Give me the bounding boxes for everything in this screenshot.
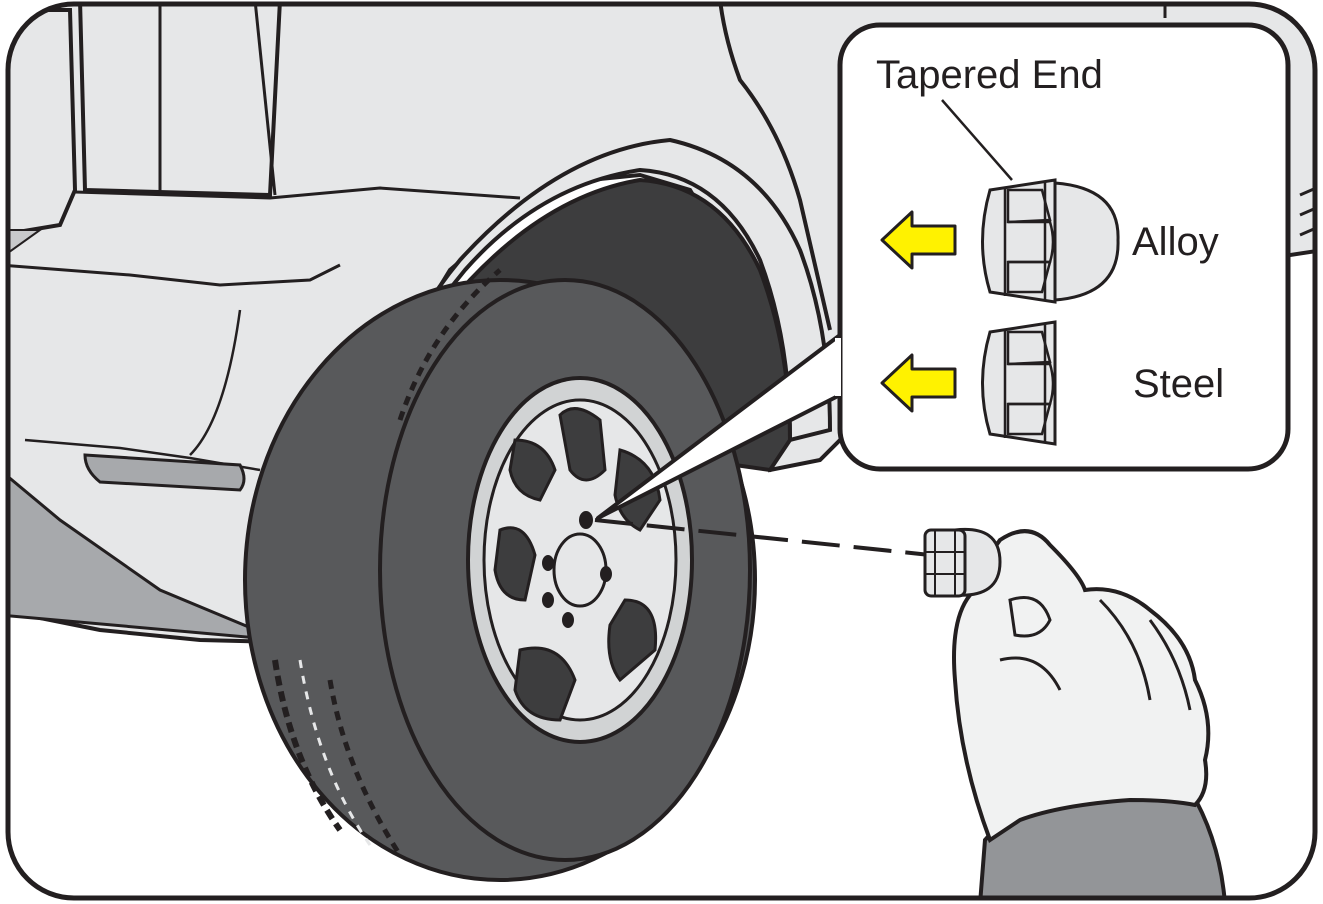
lug-nut-tapered-icon xyxy=(981,178,1120,304)
steel-row: Steel xyxy=(880,320,1224,446)
lug-nut-icon xyxy=(981,320,1057,446)
tapered-end-leader xyxy=(941,99,1013,181)
steel-label: Steel xyxy=(1133,362,1224,406)
alloy-rim xyxy=(466,376,694,744)
diagram-frame xyxy=(5,1,1318,901)
alloy-row: Alloy xyxy=(880,178,1219,304)
tapered-end-label: Tapered End xyxy=(876,53,1103,97)
reflector xyxy=(83,453,246,492)
arrow-left-icon xyxy=(880,353,957,413)
alloy-label: Alloy xyxy=(1132,220,1219,264)
arrow-left-icon xyxy=(880,210,957,270)
lug-nut-in-hand xyxy=(923,527,1002,598)
alignment-line xyxy=(594,518,931,557)
